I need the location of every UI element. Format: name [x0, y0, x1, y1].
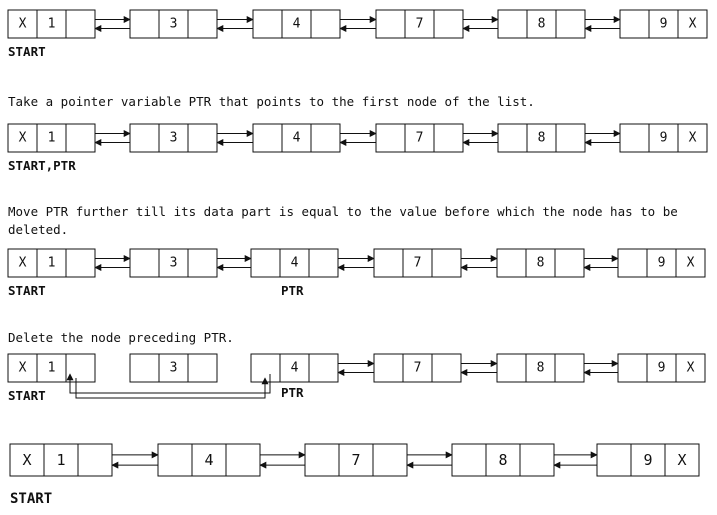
row4-node-3-data: 4 — [291, 361, 299, 376]
row3-node-2-data: 3 — [170, 256, 178, 271]
row2-node-1-box — [7, 123, 96, 153]
row2-node-5-data: 8 — [538, 131, 546, 146]
row3-start-label: START — [8, 283, 46, 298]
row3-node-6-data: 9 — [658, 256, 666, 271]
row1-node-2-data: 3 — [170, 17, 178, 32]
row1-node-6-next-null: X — [689, 17, 697, 32]
row2-node-1-data: 1 — [48, 131, 56, 146]
row2-start-ptr-label: START,PTR — [8, 158, 76, 173]
row2-node-2-data: 3 — [170, 131, 178, 146]
row5-node-5-box — [596, 443, 700, 477]
row2-node-6-next-null: X — [689, 131, 697, 146]
row5-node-4-data: 8 — [498, 451, 507, 469]
row4-node-4-box — [373, 353, 462, 383]
row4-node-6-next-null: X — [687, 361, 695, 376]
row5-node-1-prev-null: X — [22, 451, 31, 469]
row5-node-1-data: 1 — [56, 451, 65, 469]
row1-node-5-box — [497, 9, 586, 39]
row3-node-5-data: 8 — [537, 256, 545, 271]
row4-reroute-prev-link — [66, 373, 271, 394]
row2-node-3-data: 4 — [293, 131, 301, 146]
row3-node-2-box — [129, 248, 218, 278]
row1-start-label: START — [8, 44, 46, 59]
row1-node-6-box — [619, 9, 708, 39]
row2-node-6-box — [619, 123, 708, 153]
row4-node-3-box — [250, 353, 339, 383]
row3-node-1-data: 1 — [48, 256, 56, 271]
row1-node-1-box — [7, 9, 96, 39]
row1-node-1-data: 1 — [48, 17, 56, 32]
row3-node-5-box — [496, 248, 585, 278]
row3-node-1-box — [7, 248, 96, 278]
row3-node-6-box — [617, 248, 706, 278]
row3-node-1-prev-null: X — [19, 256, 27, 271]
row1-node-4-data: 7 — [416, 17, 424, 32]
row3-node-3-data: 4 — [291, 256, 299, 271]
row4-node-2-data: 3 — [170, 361, 178, 376]
row1-node-4-box — [375, 9, 464, 39]
step-4-caption: Delete the node preceding PTR. — [8, 330, 234, 345]
row2-node-4-data: 7 — [416, 131, 424, 146]
row5-node-4-box — [451, 443, 555, 477]
row4-node-5-box — [496, 353, 585, 383]
row1-node-1-prev-null: X — [19, 17, 27, 32]
row1-node-6-data: 9 — [660, 17, 668, 32]
row5-node-1-box — [9, 443, 113, 477]
row2-node-6-data: 9 — [660, 131, 668, 146]
row2-node-4-box — [375, 123, 464, 153]
row5-node-5-next-null: X — [677, 451, 686, 469]
row1-node-2-box — [129, 9, 218, 39]
row1-node-3-box — [252, 9, 341, 39]
row4-node-2-box — [129, 353, 218, 383]
row4-node-1-data: 1 — [48, 361, 56, 376]
step-3-caption: Move PTR further till its data part is e… — [8, 204, 686, 237]
row3-ptr-label: PTR — [281, 283, 304, 298]
row4-node-6-data: 9 — [658, 361, 666, 376]
row4-node-4-data: 7 — [414, 361, 422, 376]
row3-node-3-box — [250, 248, 339, 278]
row4-node-1-box — [7, 353, 96, 383]
row5-node-3-box — [304, 443, 408, 477]
row2-node-2-box — [129, 123, 218, 153]
row4-reroute-next-link — [75, 377, 269, 399]
row2-node-3-box — [252, 123, 341, 153]
row3-node-6-next-null: X — [687, 256, 695, 271]
row1-node-3-data: 4 — [293, 17, 301, 32]
row3-node-4-data: 7 — [414, 256, 422, 271]
step-2-caption: Take a pointer variable PTR that points … — [8, 94, 535, 109]
row4-node-5-data: 8 — [537, 361, 545, 376]
row2-node-1-prev-null: X — [19, 131, 27, 146]
row4-node-1-prev-null: X — [19, 361, 27, 376]
row1-node-5-data: 8 — [538, 17, 546, 32]
row4-start-label: START — [8, 388, 46, 403]
row5-node-2-box — [157, 443, 261, 477]
row5-node-3-data: 7 — [351, 451, 360, 469]
row5-start-label: START — [10, 491, 52, 507]
row5-node-5-data: 9 — [643, 451, 652, 469]
row2-node-5-box — [497, 123, 586, 153]
row4-ptr-label: PTR — [281, 385, 304, 400]
row5-node-2-data: 4 — [204, 451, 213, 469]
row3-node-4-box — [373, 248, 462, 278]
row4-node-6-box — [617, 353, 706, 383]
